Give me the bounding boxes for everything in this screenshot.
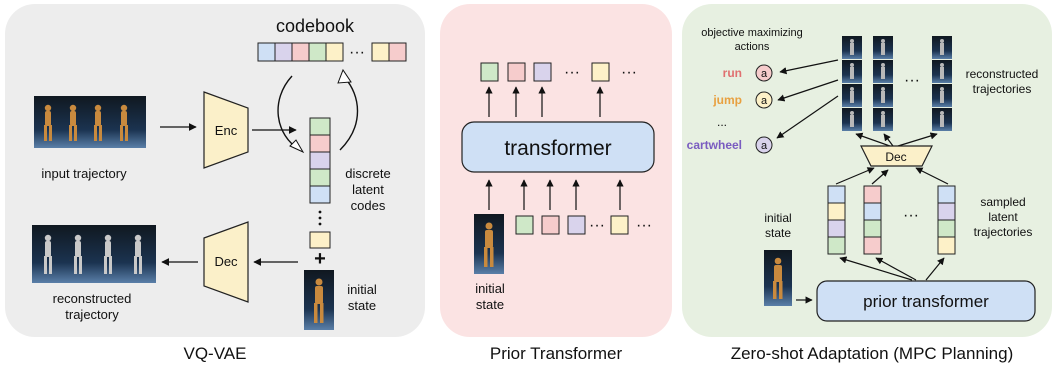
prior-output-tokens: ··· ··· [480,62,637,82]
prior-input-ellipsis-1: ··· [589,217,605,234]
zs-initial-state-image [764,250,792,306]
prior-initial-label-1: initial [475,281,505,296]
decoder-block [203,221,249,303]
discrete-label-2: latent [352,182,384,197]
objective-label-2: actions [735,41,770,53]
action-label-run: run [723,66,742,80]
action-circle-jump [755,91,773,109]
prior-input-ellipsis-2: ··· [636,217,652,234]
codebook-ellipsis: ··· [349,44,365,61]
action-symbol-cartwheel: a [761,140,768,152]
sampled-label-2: latent [988,210,1018,224]
input-trajectory-label: input trajectory [41,166,127,181]
encoder-block [203,91,249,169]
vqvae-initial-state-image [304,270,334,330]
action-symbol-jump: a [761,95,768,107]
vqvae-title: VQ-VAE [184,344,247,363]
action-symbol-run: a [761,68,768,80]
zs-decoder-label: Dec [885,150,906,164]
recon-grid-ellipsis: ··· [904,72,920,89]
sampled-columns-ellipsis: ··· [903,207,919,224]
plus-icon: + [314,248,326,270]
recon-label-2: trajectory [65,307,119,322]
encoder-label: Enc [215,123,238,138]
prior-initial-label-2: state [476,297,504,312]
codebook-label: codebook [276,16,355,36]
prior-output-ellipsis-1: ··· [564,64,580,81]
sampled-label-1: sampled [980,195,1025,209]
action-label-cartwheel: cartwheel [687,138,742,152]
reconstructed-trajectory-image [32,225,156,283]
zs-initial-label-1: initial [764,211,791,225]
discrete-label-1: discrete [345,166,391,181]
zs-prior-transformer-block [816,280,1036,322]
sampled-latent-columns: ··· [827,185,956,255]
transformer-block [461,121,655,173]
latent-code-column [309,117,331,249]
zs-prior-transformer-label: prior transformer [863,292,989,311]
codebook-row: ··· [257,42,407,62]
zs-recon-label-2: trajectories [973,82,1032,96]
prior-output-ellipsis-2: ··· [621,64,637,81]
input-trajectory-image [34,96,146,148]
vqvae-initial-label-2: state [348,298,376,313]
decoder-label: Dec [214,254,238,269]
objective-label-1: objective maximizing [701,27,802,39]
action-circle-run [755,64,773,82]
recon-label-1: reconstructed [53,291,132,306]
codebook-curve-right [339,77,359,151]
sampled-label-3: trajectories [974,225,1033,239]
prior-input-tokens: ··· ··· [515,215,652,235]
zeroshot-title: Zero-shot Adaptation (MPC Planning) [731,344,1014,363]
action-circle-cartwheel [755,136,773,154]
action-label-more: ... [717,115,727,129]
zs-recon-label-1: reconstructed [966,67,1039,81]
prior-initial-state-image [474,214,504,274]
action-label-jump: jump [712,93,742,107]
prior-title: Prior Transformer [490,344,623,363]
discrete-label-3: codes [351,198,386,213]
vqvae-initial-label-1: initial [347,282,377,297]
zs-decoder-block [860,145,933,167]
reconstructed-trajectories-grid: ··· [842,36,952,131]
transformer-label: transformer [504,137,611,160]
zs-initial-label-2: state [765,226,791,240]
